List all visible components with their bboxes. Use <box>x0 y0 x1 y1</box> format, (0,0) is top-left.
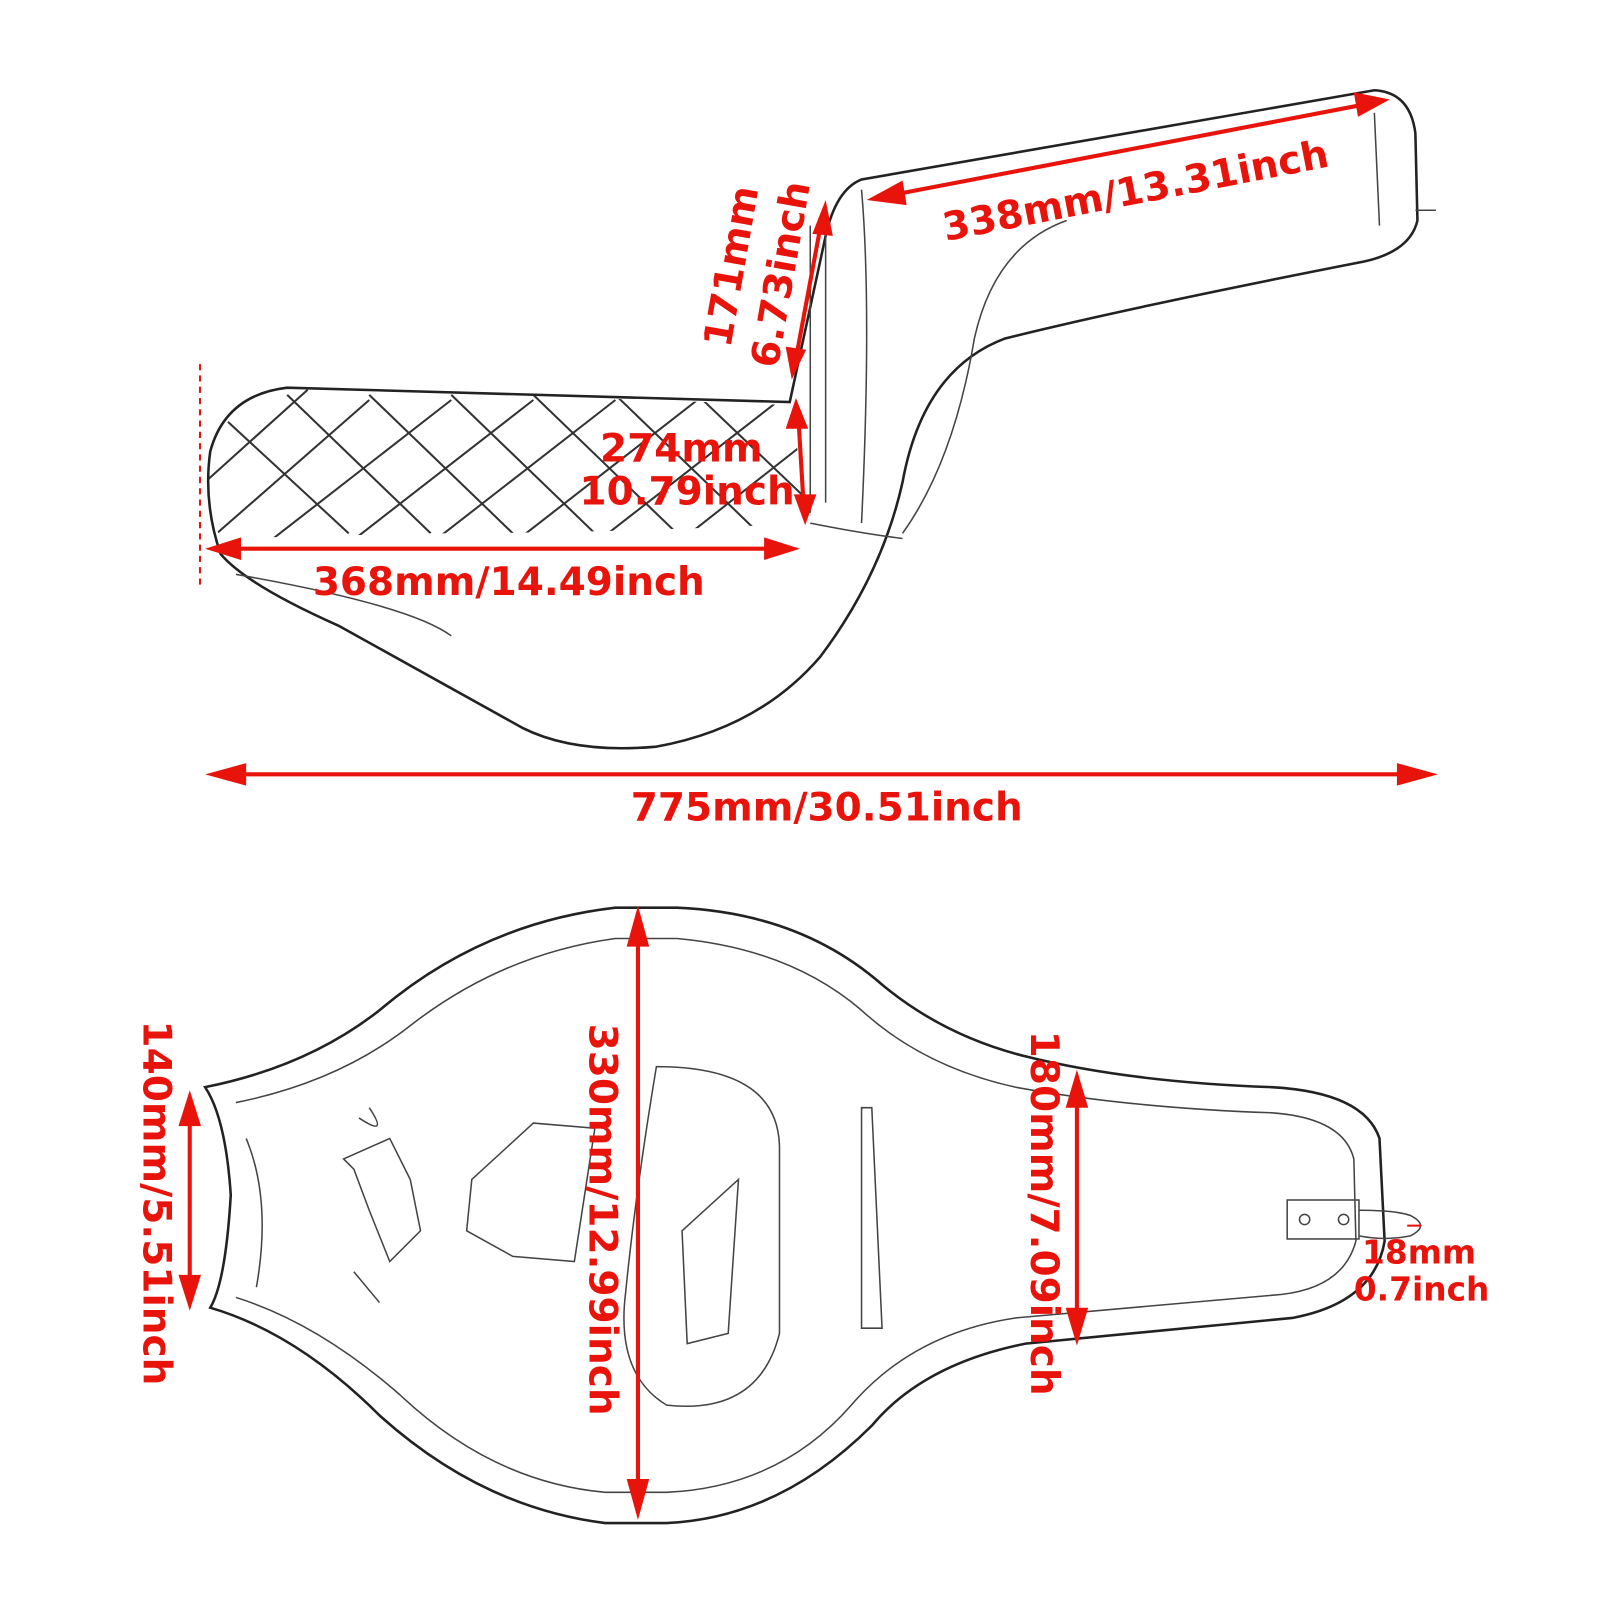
seat-seam <box>235 522 903 637</box>
seat-base-features <box>245 1065 883 1407</box>
quilt-pattern <box>208 388 811 539</box>
dim-rider-height: 274mm 10.79inch <box>579 397 817 526</box>
dim-total-length: 775mm/30.51inch <box>205 763 1438 831</box>
label-tab-width-in: 0.7inch <box>1354 1271 1490 1309</box>
dim-passenger-width: 180mm/7.09inch <box>1021 1031 1089 1396</box>
bolt-icon <box>1298 1213 1311 1226</box>
label-rider-height-in: 10.79inch <box>579 470 794 515</box>
label-rider-width: 330mm/12.99inch <box>580 1024 625 1416</box>
rear-mount-plate <box>1286 1199 1360 1240</box>
top-view-seat <box>203 906 1422 1525</box>
label-tab-width-mm: 18mm <box>1362 1234 1476 1272</box>
dim-rider-width: 330mm/12.99inch <box>580 905 650 1520</box>
label-passenger-width: 180mm/7.09inch <box>1021 1031 1066 1396</box>
label-front-width: 140mm/5.51inch <box>134 1021 179 1386</box>
label-total-length: 775mm/30.51inch <box>631 786 1023 831</box>
front-mount-bracket <box>342 1107 422 1304</box>
dim-tab-width: 18mm 0.7inch <box>1354 1224 1490 1309</box>
seat-top-body <box>203 906 1386 1525</box>
seat-stitch <box>860 112 1381 534</box>
label-rider-height-mm: 274mm <box>600 427 763 472</box>
dim-front-width: 140mm/5.51inch <box>134 1021 202 1386</box>
bolt-icon <box>1337 1213 1350 1226</box>
dim-rider-length: 368mm/14.49inch <box>205 537 800 605</box>
label-rider-length: 368mm/14.49inch <box>313 560 705 605</box>
